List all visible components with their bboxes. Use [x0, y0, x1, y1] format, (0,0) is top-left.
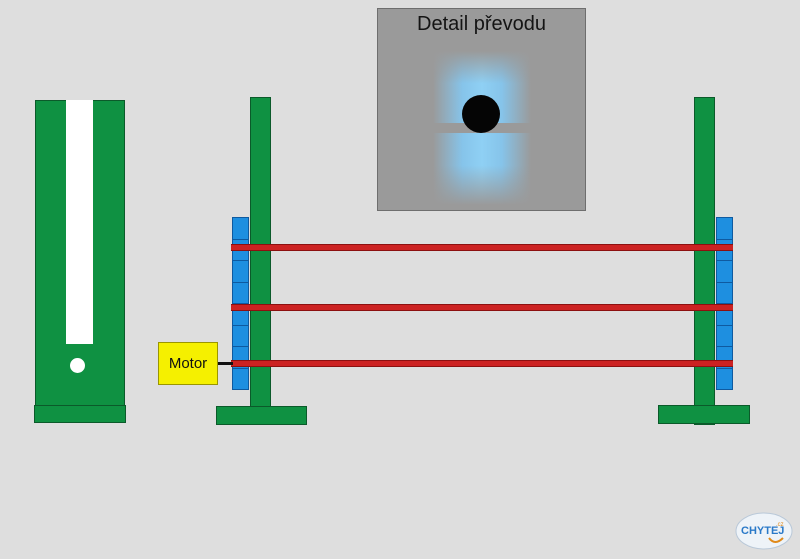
motor-shaft: [218, 362, 233, 365]
slider-segment: [716, 367, 733, 390]
drive-wheel: [462, 95, 500, 133]
bottom-rod: [231, 360, 733, 367]
side-view-base: [34, 405, 126, 423]
slider-segment: [232, 260, 249, 283]
slider-segment: [232, 281, 249, 304]
svg-text:.cz: .cz: [776, 522, 784, 528]
motor-box: Motor: [158, 342, 218, 385]
middle-rod: [231, 304, 733, 311]
side-view-slot: [66, 100, 93, 344]
detail-title: Detail převodu: [417, 13, 546, 35]
slider-segment: [232, 367, 249, 390]
slider-segment: [716, 260, 733, 283]
top-rod: [231, 244, 733, 251]
slider-segment: [716, 217, 733, 240]
slider-segment: [232, 217, 249, 240]
lower-belt-gradient: [433, 133, 531, 205]
right-front-base: [658, 405, 750, 424]
detail-panel: Detail převodu: [377, 8, 586, 211]
slider-segment: [716, 324, 733, 347]
slider-segment: [716, 281, 733, 304]
side-view-hole: [70, 358, 85, 373]
left-front-post: [250, 97, 271, 425]
chytej-logo: CHYTEJ .cz: [735, 512, 793, 550]
left-front-base: [216, 406, 307, 425]
right-front-post: [694, 97, 715, 425]
slider-segment: [232, 324, 249, 347]
logo-text: CHYTEJ: [741, 525, 784, 537]
motor-label: Motor: [168, 355, 208, 372]
